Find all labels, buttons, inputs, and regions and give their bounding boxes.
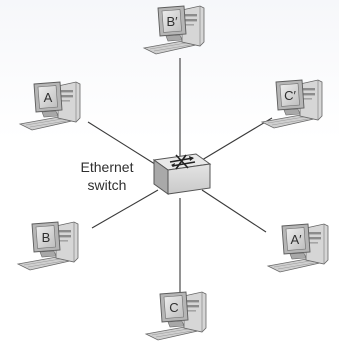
host-label: B xyxy=(42,230,51,245)
host-c-prime: C′ xyxy=(261,79,323,129)
link-a xyxy=(87,121,159,167)
host-label: A′ xyxy=(290,232,302,247)
host-label: C′ xyxy=(284,88,296,103)
host-label: A xyxy=(44,90,53,105)
host-label: C xyxy=(169,300,178,315)
switch-label-line1: Ethernet xyxy=(80,159,134,175)
switch-icon xyxy=(152,153,212,195)
host-b-prime: B′ xyxy=(143,5,205,55)
link-a-prime xyxy=(201,189,267,233)
link-b xyxy=(91,189,159,229)
host-label: B′ xyxy=(166,14,178,29)
switch-label-line2: switch xyxy=(87,177,127,193)
host-c: C xyxy=(145,291,207,341)
links xyxy=(87,58,273,292)
switch-label: Ethernet switch xyxy=(62,158,152,194)
link-c-prime xyxy=(201,117,273,161)
host-a: A xyxy=(19,81,81,131)
host-b: B xyxy=(17,221,79,271)
host-a-prime: A′ xyxy=(267,223,329,273)
